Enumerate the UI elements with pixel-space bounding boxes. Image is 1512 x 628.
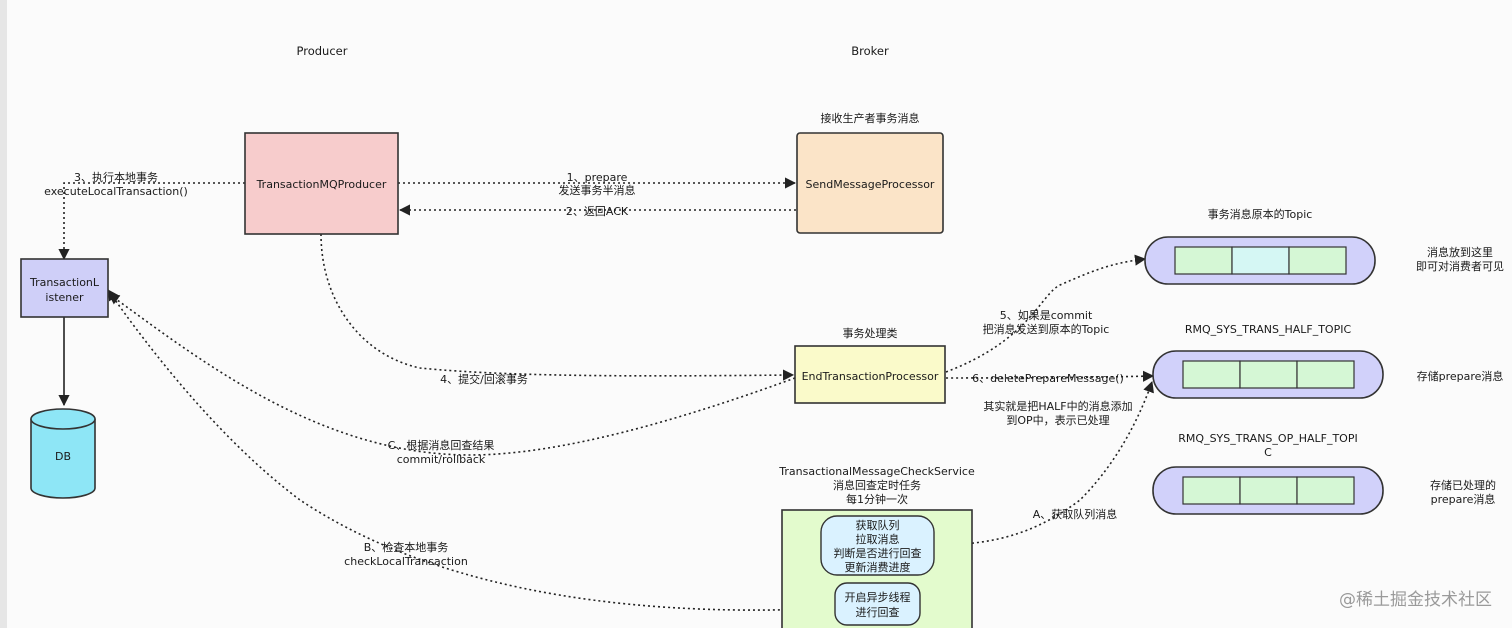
half-topic-cell: [1296, 360, 1355, 389]
check-step-fetch-line1: 获取队列: [856, 518, 900, 532]
edge-commit-rollback: [320, 233, 795, 381]
send-processor-box: [796, 132, 944, 234]
op-topic-note-line1: 存储已处理的: [1430, 478, 1496, 492]
edge-check-local-label-line2: checkLocalTransaction: [344, 555, 468, 568]
broker-header: Broker: [851, 44, 889, 58]
send-processor-caption: 接收生产者事务消息: [821, 111, 920, 125]
transaction-listener-box: [20, 258, 109, 318]
end-processor-label: EndTransactionProcessor: [802, 370, 939, 383]
op-topic-caption-line2: C: [1264, 446, 1272, 459]
edge-get-queue-message: [936, 380, 1154, 546]
edge-delete-prepare-note-line1: 其实就是把HALF中的消息添加: [983, 399, 1132, 413]
edge-ack-label: 2、返回ACK: [566, 205, 629, 218]
producer-header: Producer: [297, 44, 348, 58]
check-step-async-line2: 进行回查: [856, 605, 900, 619]
edge-commit-topic-label-line2: 把消息发送到原本的Topic: [983, 322, 1110, 336]
end-processor-caption: 事务处理类: [843, 326, 898, 340]
check-service-caption-line2: 消息回查定时任务: [833, 478, 921, 492]
edge-commit-topic-label-line1: 5、如果是commit: [1000, 308, 1093, 322]
original-topic-cell: [1174, 246, 1233, 275]
check-step-fetch-box: [820, 515, 935, 576]
op-topic-note-line2: prepare消息: [1431, 492, 1496, 506]
half-topic-cell: [1239, 360, 1298, 389]
check-step-fetch-line4: 更新消费进度: [845, 560, 911, 574]
check-step-fetch-line2: 拉取消息: [856, 532, 900, 546]
op-topic-cell: [1239, 476, 1298, 505]
db-label: DB: [55, 450, 71, 463]
check-step-fetch-line3: 判断是否进行回查: [834, 546, 922, 560]
watermark: @稀土掘金技术社区: [1339, 590, 1492, 610]
edge-local-transaction-label-line1: 3、执行本地事务: [74, 170, 158, 184]
edge-check-result-label-line2: commit/rollback: [397, 453, 486, 466]
edge-delete-prepare-label: 6、deletePrepareMessage(): [972, 372, 1124, 385]
edge-check-result: [108, 293, 796, 456]
op-topic-caption-line1: RMQ_SYS_TRANS_OP_HALF_TOPI: [1178, 432, 1357, 445]
check-service-caption-line3: 每1分钟一次: [846, 492, 908, 506]
op-topic-cell: [1182, 476, 1241, 505]
original-topic-caption: 事务消息原本的Topic: [1208, 207, 1313, 221]
edge-prepare-label-line1: 1、prepare: [567, 171, 628, 184]
listener-label-line2: istener: [45, 291, 84, 304]
edge-commit-to-original-topic: [945, 254, 1147, 373]
edge-local-transaction-label-line2: executeLocalTransaction(): [44, 185, 188, 198]
send-processor-label: SendMessageProcessor: [806, 178, 935, 191]
original-topic-cell: [1288, 246, 1347, 275]
edge-delete-prepare-message: [945, 370, 1155, 382]
edge-check-local-transaction: [107, 289, 836, 611]
op-topic-cell: [1296, 476, 1355, 505]
edge-check-local-label-line1: B、检查本地事务: [364, 540, 449, 554]
listener-label-line1: TransactionL: [29, 276, 100, 289]
check-service-caption-line1: TransactionalMessageCheckService: [778, 465, 975, 478]
check-step-async-line1: 开启异步线程: [845, 590, 911, 604]
edge-get-queue-label: A、获取队列消息: [1033, 507, 1118, 521]
edge-check-result-label-line1: C、根据消息回查结果: [388, 438, 495, 452]
half-topic-cell: [1182, 360, 1241, 389]
edge-commit-rollback-label: 4、提交/回滚事务: [440, 372, 528, 386]
producer-label: TransactionMQProducer: [256, 178, 387, 191]
original-topic-note-line1: 消息放到这里: [1427, 245, 1493, 259]
edge-execute-local-transaction: [58, 182, 245, 261]
left-edge-strip: [0, 0, 7, 628]
original-topic-note-line2: 即可对消费者可见: [1416, 259, 1504, 273]
producer-box: [244, 132, 399, 235]
check-step-async-box: [834, 582, 921, 626]
half-topic-caption: RMQ_SYS_TRANS_HALF_TOPIC: [1185, 323, 1352, 336]
original-topic-cell: [1231, 246, 1290, 275]
db-cylinder: [30, 408, 96, 499]
edge-delete-prepare-note-line2: 到OP中，表示已处理: [1006, 413, 1109, 427]
end-processor-box: [794, 345, 946, 404]
edge-prepare-label-line2: 发送事务半消息: [559, 183, 636, 197]
half-topic-note: 存储prepare消息: [1417, 369, 1504, 383]
